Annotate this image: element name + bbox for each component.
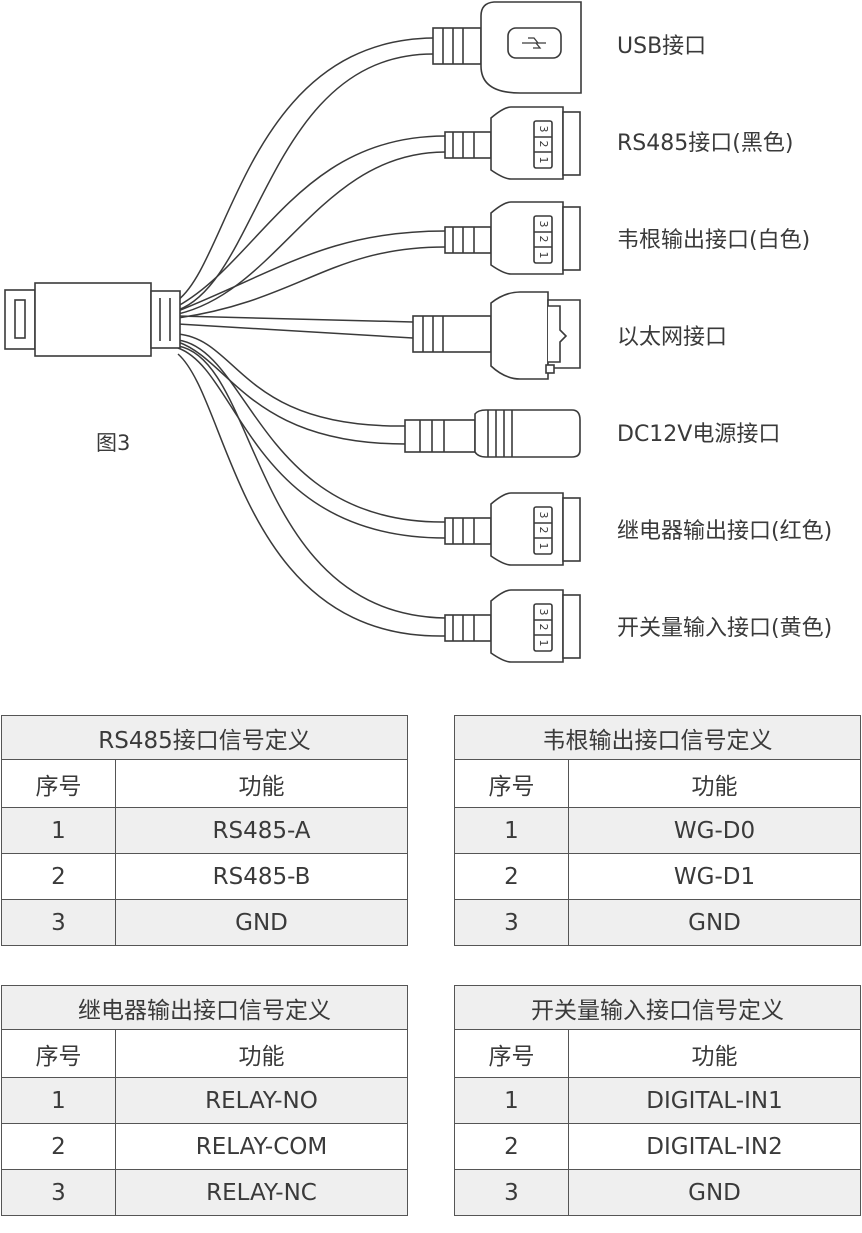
cable-diagram: 3 2 1	[4, 1, 582, 663]
row-no: 3	[1, 899, 116, 946]
row-function: DIGITAL-IN2	[568, 1123, 861, 1170]
row-no: 1	[454, 1077, 569, 1124]
col-header-function: 功能	[115, 1029, 408, 1078]
digital-in-label: 开关量输入接口(黄色)	[617, 616, 833, 641]
col-header-no: 序号	[454, 759, 569, 808]
table-title: 韦根输出接口信号定义	[454, 715, 861, 760]
col-header-no: 序号	[454, 1029, 569, 1078]
row-function: GND	[568, 1169, 861, 1216]
ethernet-label: 以太网接口	[617, 325, 728, 350]
row-no: 3	[454, 899, 569, 946]
table-title: 继电器输出接口信号定义	[1, 985, 408, 1030]
row-no: 3	[454, 1169, 569, 1216]
cables	[177, 37, 446, 637]
table-title: 开关量输入接口信号定义	[454, 985, 861, 1030]
relay-label: 继电器输出接口(红色)	[617, 519, 833, 544]
relay-connector	[444, 492, 581, 566]
row-function: RS485-A	[115, 807, 408, 854]
row-function: GND	[115, 899, 408, 946]
main-connector	[4, 282, 181, 357]
row-no: 2	[454, 1123, 569, 1170]
row-function: RS485-B	[115, 853, 408, 900]
row-no: 2	[1, 1123, 116, 1170]
digital-in-connector	[444, 589, 581, 663]
row-no: 2	[454, 853, 569, 900]
wiegand-label: 韦根输出接口(白色)	[617, 228, 811, 253]
row-no: 1	[1, 807, 116, 854]
col-header-no: 序号	[1, 1029, 116, 1078]
usb-connector	[432, 1, 582, 94]
row-function: RELAY-COM	[115, 1123, 408, 1170]
row-no: 3	[1, 1169, 116, 1216]
row-function: RELAY-NO	[115, 1077, 408, 1124]
figure-label: 图3	[96, 431, 131, 455]
col-header-function: 功能	[568, 759, 861, 808]
col-header-function: 功能	[115, 759, 408, 808]
row-function: WG-D0	[568, 807, 861, 854]
col-header-function: 功能	[568, 1029, 861, 1078]
row-function: WG-D1	[568, 853, 861, 900]
row-no: 1	[1, 1077, 116, 1124]
row-no: 2	[1, 853, 116, 900]
col-header-no: 序号	[1, 759, 116, 808]
usb-label: USB接口	[617, 34, 707, 59]
dc12v-label: DC12V电源接口	[617, 422, 781, 447]
row-function: GND	[568, 899, 861, 946]
rj45-connector	[412, 291, 581, 380]
table-title: RS485接口信号定义	[1, 715, 408, 760]
row-function: DIGITAL-IN1	[568, 1077, 861, 1124]
rs485-connector	[444, 106, 581, 180]
rs485-label: RS485接口(黑色)	[617, 131, 794, 156]
row-no: 1	[454, 807, 569, 854]
dc-connector	[404, 409, 581, 458]
row-function: RELAY-NC	[115, 1169, 408, 1216]
wiegand-connector	[444, 201, 581, 275]
